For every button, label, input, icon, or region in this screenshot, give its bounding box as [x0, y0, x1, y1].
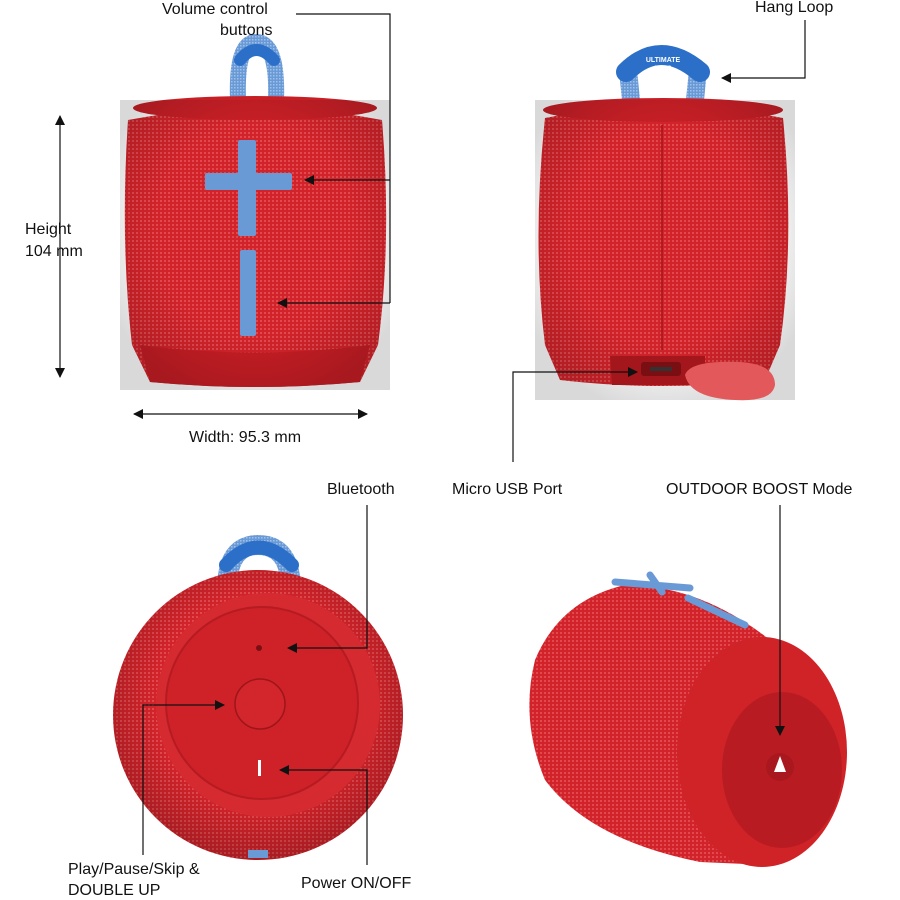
hang-loop: [229, 33, 285, 101]
power-label: Power ON/OFF: [301, 875, 412, 892]
width-label: Width: 95.3 mm: [189, 429, 302, 446]
volume-down-button: [240, 250, 256, 336]
speaker-bottom-view: [113, 534, 403, 860]
play-pause-label-line2: DOUBLE UP: [68, 882, 161, 899]
play-pause-label: Play/Pause/Skip &: [68, 861, 200, 878]
volume-label: Volume control: [162, 1, 268, 18]
svg-text:EARS: EARS: [655, 66, 672, 72]
power-button: [258, 760, 261, 776]
speaker-back-view: ULTIMATE EARS: [535, 45, 795, 401]
speaker-side-view: [529, 571, 847, 867]
outdoor-boost-label: OUTDOOR BOOST Mode: [666, 481, 853, 498]
hang-loop: [616, 45, 710, 82]
bluetooth-label: Bluetooth: [327, 481, 395, 498]
hang-loop-label: Hang Loop: [755, 0, 834, 16]
outdoor-boost-button: [774, 756, 786, 772]
callout-lines: [55, 13, 806, 865]
height-label: Height: [25, 221, 72, 238]
usb-port-cover: [685, 361, 775, 401]
height-value: 104 mm: [25, 243, 83, 260]
logo: ULTIMATE: [646, 57, 681, 64]
speaker-front-view: [120, 33, 390, 390]
bluetooth-button: [256, 645, 262, 651]
volume-label-line2: buttons: [220, 22, 273, 39]
play-pause-button: [234, 678, 286, 730]
micro-usb-label: Micro USB Port: [452, 481, 563, 498]
